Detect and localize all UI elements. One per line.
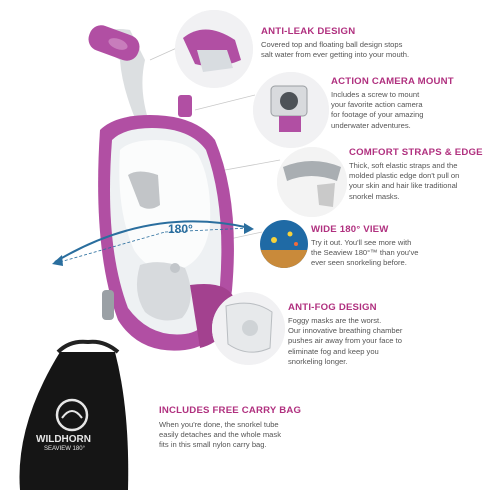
- camera-mount-image: [253, 72, 329, 148]
- feature-title-comfort-straps: COMFORT STRAPS & EDGE: [349, 147, 483, 158]
- comfort-straps-image: [277, 147, 347, 217]
- anti-leak-valve-image: [175, 10, 253, 88]
- feature-title-carry-bag: INCLUDES FREE CARRY BAG: [159, 405, 302, 416]
- view-angle-label: 180°: [168, 222, 193, 236]
- anti-fog-chamber-image: [212, 292, 285, 365]
- carry-bag: [19, 339, 129, 490]
- bag-model: SEAVIEW 180°: [44, 446, 85, 452]
- feature-title-anti-fog: ANTI-FOG DESIGN: [288, 302, 377, 313]
- feature-title-anti-leak: ANTI-LEAK DESIGN: [261, 26, 356, 37]
- feature-desc-anti-fog: Foggy masks are the worst.Our innovative…: [288, 316, 403, 366]
- feature-title-camera-mount: ACTION CAMERA MOUNT: [331, 76, 454, 87]
- view-angle-arc: [52, 220, 254, 266]
- bag-brand: WILDHORN: [36, 434, 91, 445]
- feature-desc-anti-leak: Covered top and floating ball design sto…: [261, 40, 410, 60]
- feature-title-wide-view: WIDE 180° VIEW: [311, 224, 389, 235]
- snorkel-tube: [88, 25, 150, 130]
- underwater-reef-image: [260, 220, 308, 268]
- bag-logo-icon: [55, 398, 89, 432]
